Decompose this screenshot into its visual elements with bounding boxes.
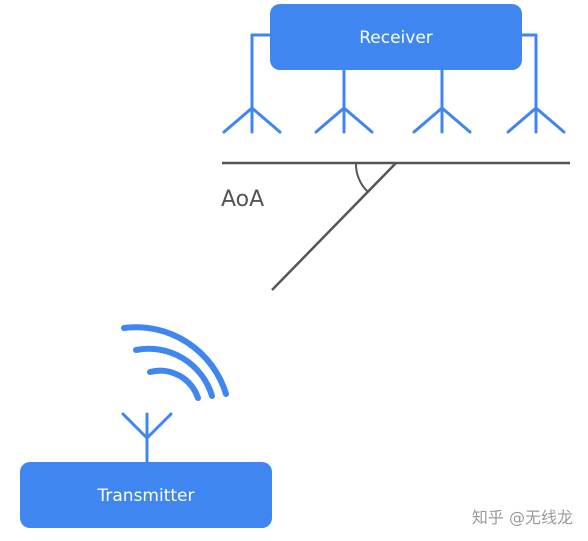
receiver-label: Receiver [359, 28, 433, 48]
transmitter-label: Transmitter [97, 486, 195, 506]
receiver-antenna-2 [314, 106, 374, 134]
signal-ray [271, 162, 397, 291]
receiver-wiring [250, 33, 538, 108]
receiver-box [270, 4, 522, 70]
transmitter-antenna [121, 412, 173, 466]
transmitter-box [20, 462, 272, 528]
aoa-label: AoA [221, 187, 264, 212]
receiver-antenna-4 [506, 106, 566, 134]
angle-arc [354, 162, 369, 193]
receiver-antenna-3 [412, 106, 472, 134]
signal-waves-icon [121, 324, 229, 401]
watermark: 知乎 @无线龙 [472, 508, 573, 527]
receiver-antenna-1 [222, 106, 282, 134]
